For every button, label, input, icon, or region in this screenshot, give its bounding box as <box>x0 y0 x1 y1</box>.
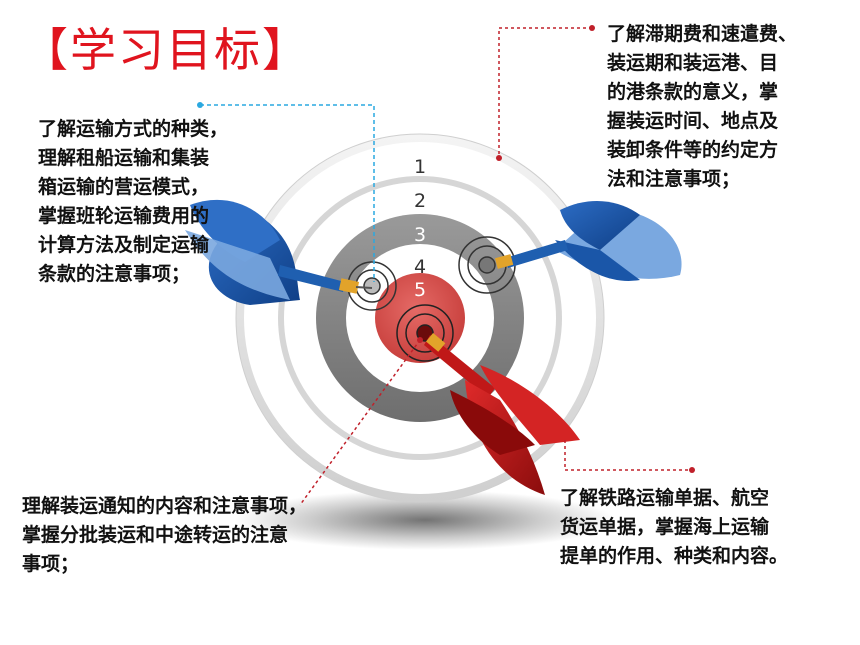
ring-label-1: 1 <box>414 156 426 178</box>
page-title: 【学习目标】 <box>22 23 310 77</box>
blue-dart-right <box>494 200 682 281</box>
connector-bottom-right <box>564 440 692 471</box>
connector-top-left-dot <box>197 102 203 108</box>
objective-note-top-left: 了解运输方式的种类， 理解租船运输和集装 箱运输的营运模式， 掌握班轮运输费用的… <box>38 118 229 285</box>
ring-label-2: 2 <box>414 190 426 212</box>
ring-label-3: 3 <box>414 224 426 246</box>
objective-note-top-right: 了解滞期费和速遣费、 装运期和装运港、目 的港条款的意义，掌 握装运时间、地点及… <box>607 23 798 190</box>
red-dart-center <box>424 333 580 495</box>
connector-top-right <box>498 27 592 158</box>
ring-label-5: 5 <box>414 279 426 301</box>
connector-bottom-left-dot <box>417 337 423 343</box>
board-shadow <box>235 490 615 550</box>
ring-label-4: 4 <box>414 256 426 278</box>
connector-bottom-right-dot <box>689 467 695 473</box>
connector-top-right-dot-b <box>496 155 502 161</box>
connector-bottom-left <box>299 339 421 506</box>
blue-dart-left <box>185 199 373 305</box>
connector-top-left <box>200 104 375 282</box>
objective-note-bottom-right: 了解铁路运输单据、航空 货运单据，掌握海上运输 提单的作用、种类和内容。 <box>560 487 789 567</box>
objective-note-bottom-left: 理解装运通知的内容和注意事项， 掌握分批装运和中途转运的注意 事项； <box>22 495 308 575</box>
connector-top-right-dot-a <box>589 25 595 31</box>
hit-marker-center <box>396 304 454 362</box>
